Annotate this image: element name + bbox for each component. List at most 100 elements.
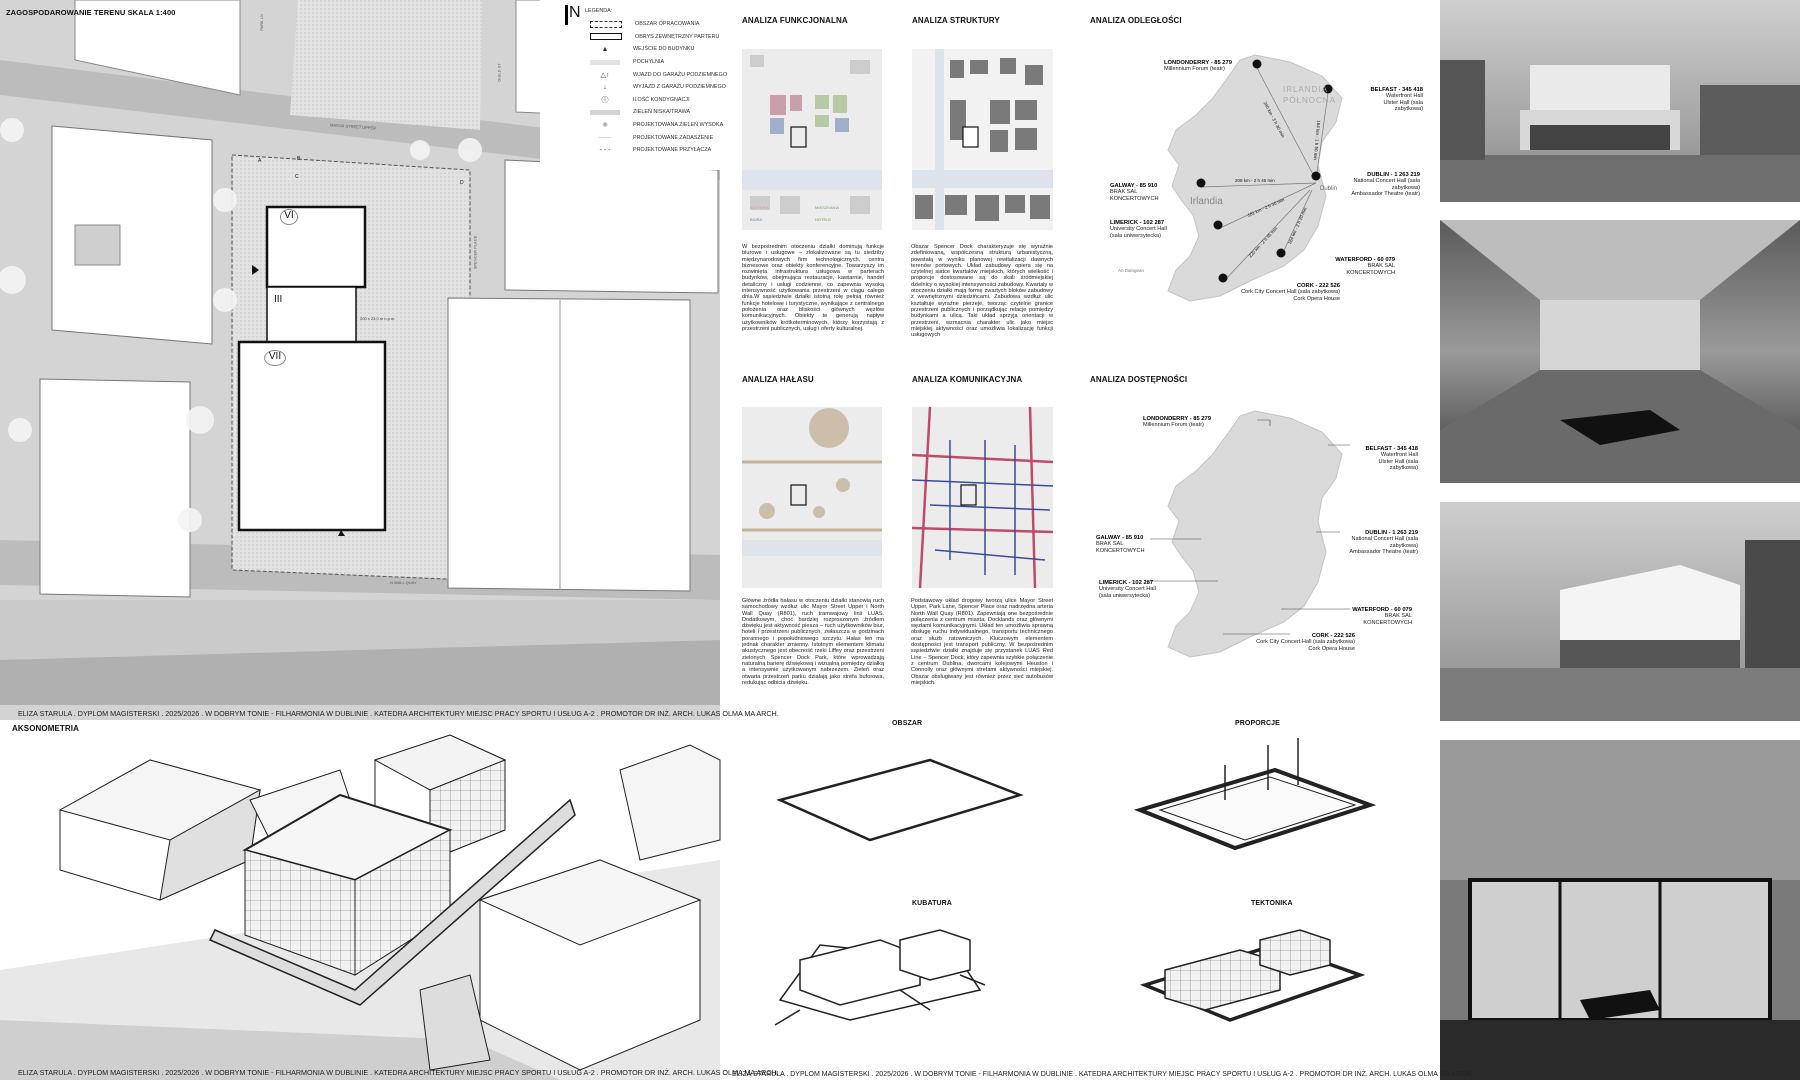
legend-item: WJAZD DO GARAŻU PODZIEMNEGO	[633, 71, 728, 78]
site-plan-title: ZAGOSPODAROWANIE TERENU SKALA 1:400	[6, 8, 176, 17]
axonometry	[0, 720, 721, 1080]
city-venue: BRAK SAL	[1367, 263, 1395, 270]
building-label: VI	[280, 209, 298, 225]
map-structure	[912, 49, 1053, 230]
north-arrow: N	[569, 4, 581, 21]
noise-analysis-text: Główne źródła hałasu w otoczeniu działki…	[742, 598, 884, 686]
noise-analysis-title: ANALIZA HAŁASU	[742, 375, 814, 384]
city-venue: KONCERTOWYCH	[1110, 195, 1159, 202]
legend-title: LEGENDA:	[585, 8, 613, 14]
city-name: LONDONDERRY - 85 279	[1164, 60, 1232, 66]
city-venue: Cork Opera House	[1308, 645, 1355, 652]
axonometry-title: AKSONOMETRIA	[12, 724, 79, 733]
city-venue: zabytkowa)	[1391, 184, 1420, 191]
legend-item: PROJEKTOWANA ZIELEŃ WYSOKA	[633, 122, 724, 129]
city-venue: Ambassador Theatre (teatr)	[1349, 549, 1418, 556]
map-legend-housing: MIESZKANIA	[815, 205, 840, 210]
city-name: GALWAY - 85 910	[1096, 535, 1144, 541]
legend-item: OBSZAR OPRACOWANIA	[635, 21, 700, 28]
city-venue: Cork Opera House	[1293, 295, 1340, 302]
neighbour-building	[39, 378, 191, 598]
city-venue: (sala uniwersytecka)	[1110, 232, 1161, 239]
city-venue: Ambassador Theatre (teatr)	[1351, 191, 1420, 198]
concept-diagrams	[774, 738, 1377, 1026]
map-communication	[911, 406, 1054, 589]
city-name: LONDONDERRY - 85 279	[1143, 416, 1211, 422]
city-venue: Cork City Concert Hall (sala zabytkowa)	[1256, 639, 1355, 646]
grass-icon	[590, 109, 620, 115]
communication-analysis-text: Podstawowy układ drogowy tworzą ulice Ma…	[911, 598, 1053, 686]
map-noise	[742, 407, 882, 588]
street-label: SPENCER PLACE	[472, 235, 478, 270]
communication-analysis-title: ANALIZA KOMUNIKACYJNA	[912, 375, 1023, 384]
ireland-accessibility-map	[1150, 410, 1350, 658]
legend-item: PROJEKTOWANE PRZYŁĄCZA	[633, 147, 712, 154]
city-name: BELFAST - 345 418	[1370, 87, 1423, 93]
tree-icon: ✺	[602, 122, 608, 130]
map-label: Dublin	[1320, 186, 1338, 192]
distance-analysis-title: ANALIZA ODLEGŁOŚCI	[1090, 16, 1182, 25]
building-iii	[266, 286, 357, 345]
city-venue: zabytkowa)	[1394, 106, 1423, 113]
city-venue: University Concert Hall	[1099, 586, 1156, 593]
city-venue: Cork City Concert Hall (sala zabytkowa)	[1241, 289, 1340, 296]
render-foyer	[1440, 740, 1800, 1080]
city-venue: BRAK SAL	[1110, 189, 1138, 196]
site-plan-legend: LEGENDA: OBSZAR OPRACOWANIA OBRYS ZEWNĘT…	[585, 8, 727, 157]
diagram-area	[776, 758, 1024, 842]
point-label: B	[297, 156, 301, 162]
street-label: PARK LN	[258, 14, 264, 31]
map-pins	[1196, 59, 1333, 283]
point-label: C	[295, 174, 299, 180]
legend-item: POCHYLNIA	[633, 59, 665, 66]
footer-credits: ELIZA STARULA . DYPLOM MAGISTERSKI . 202…	[18, 709, 779, 718]
city-venue: Ulster Hall (sala	[1383, 99, 1423, 106]
neighbour-building	[504, 159, 719, 294]
concept-proportions-title: PROPORCJE	[1235, 720, 1280, 727]
legend-item: WYJAZD Z GARAŻU PODZIEMNEGO	[633, 84, 726, 91]
city-name: WATERFORD - 60 079	[1352, 607, 1412, 613]
canopy-icon: ┈┈┈	[598, 134, 612, 142]
route-label: 208 km - 2 h 45 min	[1235, 178, 1275, 183]
render-exterior-day	[1440, 0, 1800, 202]
analysis-maps	[742, 49, 1350, 658]
city-venue: Millennium Forum (teatr)	[1143, 422, 1204, 429]
city-venue: BRAK SAL	[1096, 541, 1124, 548]
concept-volume-title: KUBATURA	[912, 900, 952, 907]
map-label: PÓŁNOCNA	[1283, 96, 1336, 105]
outline-icon	[590, 33, 622, 41]
concept-tectonics-title: TEKTONIKA	[1251, 900, 1293, 907]
structure-analysis-text: Obszar Spencer Dock charakteryzuje się w…	[911, 244, 1053, 339]
map-functional	[742, 49, 882, 230]
street-label: GUILD ST	[496, 63, 502, 82]
footer-credits: ELIZA STARULA . DYPLOM MAGISTERSKI . 202…	[18, 1068, 779, 1077]
map-label: An Daingean	[1118, 268, 1145, 273]
concept-area-title: OBSZAR	[892, 720, 923, 727]
point-label: D	[460, 180, 464, 186]
render-exterior-dusk	[1440, 502, 1800, 721]
city-name: DUBLIN - 1 263 219	[1365, 530, 1418, 536]
legend-item: OBRYS ZEWNĘTRZNY PARTERU	[635, 33, 720, 40]
functional-analysis-title: ANALIZA FUNKCJONALNA	[742, 16, 848, 25]
neighbour-building	[447, 297, 691, 592]
map-legend-culture: KULTURA	[750, 205, 769, 210]
city-name: WATERFORD - 60 079	[1335, 257, 1395, 263]
arrows-up	[1224, 738, 1299, 800]
legend-item: ILOŚĆ KONDYGNACJI	[633, 96, 690, 103]
city-name: BELFAST - 345 418	[1365, 446, 1418, 452]
functional-analysis-text: W bezpośrednim otoczeniu działki dominuj…	[742, 244, 884, 332]
city-venue: KONCERTOWYCH	[1346, 269, 1395, 276]
city-venue: National Concert Hall (sala	[1353, 178, 1420, 185]
city-venue: University Concert Hall	[1110, 226, 1167, 233]
entrance-triangle-icon: ▲	[601, 45, 609, 53]
